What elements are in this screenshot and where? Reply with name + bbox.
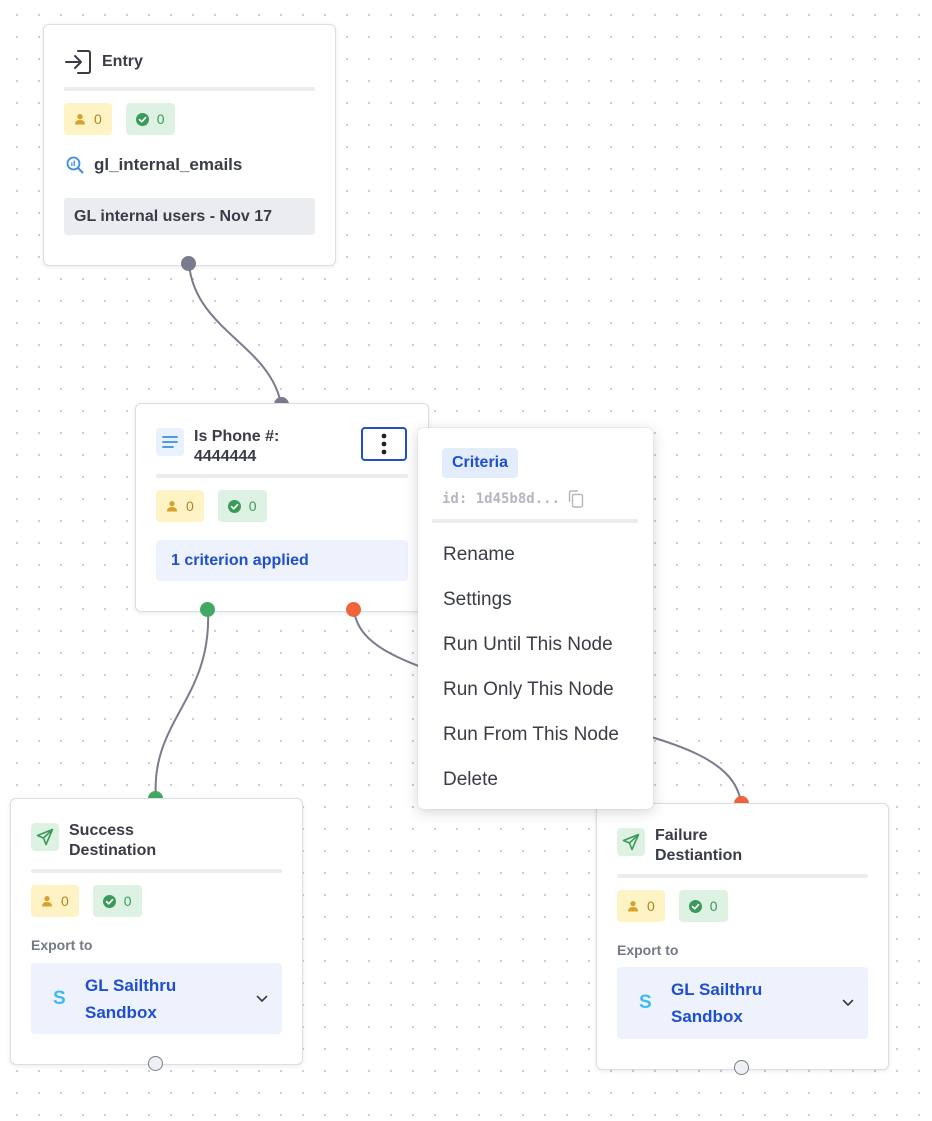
destination-name-line2: Sandbox xyxy=(85,1002,157,1022)
users-count: 0 xyxy=(647,898,655,914)
node-stats: 0 0 xyxy=(156,490,267,522)
node-id-row: id: 1d45b8d... xyxy=(442,490,584,508)
more-vertical-icon xyxy=(381,433,387,455)
user-icon xyxy=(627,900,639,912)
users-count: 0 xyxy=(61,893,69,909)
criteria-summary-text: 1 criterion applied xyxy=(171,552,309,569)
destination-name-line2: Sandbox xyxy=(671,1007,743,1026)
success-count: 0 xyxy=(248,498,257,514)
destination-name-line1: GL Sailthru xyxy=(671,980,763,999)
menu-items: Rename Settings Run Until This Node Run … xyxy=(418,532,653,802)
more-menu-button[interactable] xyxy=(361,427,407,461)
export-label: Export to xyxy=(31,937,93,953)
menu-item-rename[interactable]: Rename xyxy=(443,544,515,565)
menu-item-delete[interactable]: Delete xyxy=(443,769,498,790)
user-icon xyxy=(74,113,86,125)
copy-icon[interactable] xyxy=(568,490,584,508)
divider xyxy=(617,874,868,878)
success-destination-node[interactable]: Success Destination 0 0 Export to S GL S… xyxy=(10,798,303,1065)
menu-divider xyxy=(432,519,638,523)
edge-entry-to-criteria xyxy=(188,263,282,405)
menu-item-run-until-this-node[interactable]: Run Until This Node xyxy=(443,634,613,655)
query-search-icon xyxy=(66,156,84,174)
edge-criteria-to-success xyxy=(154,609,210,800)
criteria-failure-handle[interactable] xyxy=(346,602,361,617)
filter-lines-icon xyxy=(156,428,184,456)
check-circle-icon xyxy=(688,899,702,913)
success-output-handle[interactable] xyxy=(148,1056,163,1071)
success-count: 0 xyxy=(709,898,718,914)
users-count-badge: 0 xyxy=(156,490,204,522)
success-count: 0 xyxy=(123,893,132,909)
chevron-down-icon xyxy=(842,999,854,1007)
user-icon xyxy=(41,895,53,907)
check-circle-icon xyxy=(102,894,116,908)
node-title-line1: Success xyxy=(69,822,134,839)
success-count: 0 xyxy=(156,111,165,127)
success-count-badge: 0 xyxy=(217,490,267,522)
success-count-badge: 0 xyxy=(92,885,142,917)
destination-select[interactable]: S GL Sailthru Sandbox xyxy=(617,967,868,1039)
node-title: Is Phone #: 4444444 xyxy=(194,427,279,467)
check-circle-icon xyxy=(227,499,241,513)
node-title-line2: 4444444 xyxy=(194,448,257,465)
node-title-line1: Is Phone #: xyxy=(194,428,280,445)
divider xyxy=(31,869,282,873)
node-title-line2: Destination xyxy=(69,842,157,859)
users-count-badge: 0 xyxy=(617,890,665,922)
node-title: Failure Destiantion xyxy=(655,826,742,866)
node-type-badge: Criteria xyxy=(442,448,519,478)
send-plane-icon xyxy=(617,828,645,856)
divider xyxy=(64,87,315,91)
menu-item-run-from-this-node[interactable]: Run From This Node xyxy=(443,724,619,745)
entry-output-handle[interactable] xyxy=(181,256,196,271)
node-type-badge-text: Criteria xyxy=(452,454,509,471)
export-label: Export to xyxy=(617,942,679,958)
chevron-down-icon xyxy=(256,995,268,1003)
check-circle-icon xyxy=(135,112,149,126)
destination-name-line1: GL Sailthru xyxy=(85,975,177,995)
menu-item-run-only-this-node[interactable]: Run Only This Node xyxy=(443,679,614,700)
divider xyxy=(156,474,408,478)
criteria-summary[interactable]: 1 criterion applied xyxy=(156,540,408,581)
users-count-badge: 0 xyxy=(31,885,79,917)
node-stats: 0 0 xyxy=(64,103,175,135)
node-title-line1: Failure xyxy=(655,827,708,844)
users-count-badge: 0 xyxy=(64,103,112,135)
destination-name: GL Sailthru Sandbox xyxy=(85,972,256,1026)
node-stats: 0 0 xyxy=(31,885,142,917)
node-context-menu: Criteria id: 1d45b8d... Rename Settings … xyxy=(418,428,653,809)
success-count-badge: 0 xyxy=(678,890,728,922)
success-count-badge: 0 xyxy=(125,103,175,135)
failure-destination-node[interactable]: Failure Destiantion 0 0 Export to S GL S… xyxy=(596,803,889,1070)
source-row[interactable]: gl_internal_emails xyxy=(66,155,242,175)
node-id: id: 1d45b8d... xyxy=(442,491,561,507)
users-count: 0 xyxy=(186,498,194,514)
source-name: gl_internal_emails xyxy=(94,155,243,174)
node-title: Success Destination xyxy=(69,821,156,861)
node-title-line2: Destiantion xyxy=(655,847,743,864)
sailthru-logo-icon: S xyxy=(639,992,652,1013)
destination-select[interactable]: S GL Sailthru Sandbox xyxy=(31,963,282,1034)
entry-node[interactable]: Entry 0 0 gl_internal_emails GL internal… xyxy=(43,24,336,266)
criteria-node[interactable]: Is Phone #: 4444444 0 0 1 criterion appl… xyxy=(135,403,429,612)
user-icon xyxy=(166,500,178,512)
failure-output-handle[interactable] xyxy=(734,1060,749,1075)
audience-label-text: GL internal users - Nov 17 xyxy=(74,208,272,225)
users-count: 0 xyxy=(94,111,102,127)
sailthru-logo-icon: S xyxy=(53,987,66,1009)
audience-label: GL internal users - Nov 17 xyxy=(64,198,315,235)
destination-name: GL Sailthru Sandbox xyxy=(671,976,842,1030)
node-title: Entry xyxy=(102,53,143,70)
criteria-success-handle[interactable] xyxy=(200,602,215,617)
login-arrow-icon xyxy=(64,49,92,75)
send-plane-icon xyxy=(31,823,59,851)
menu-item-settings[interactable]: Settings xyxy=(443,589,512,610)
node-stats: 0 0 xyxy=(617,890,728,922)
